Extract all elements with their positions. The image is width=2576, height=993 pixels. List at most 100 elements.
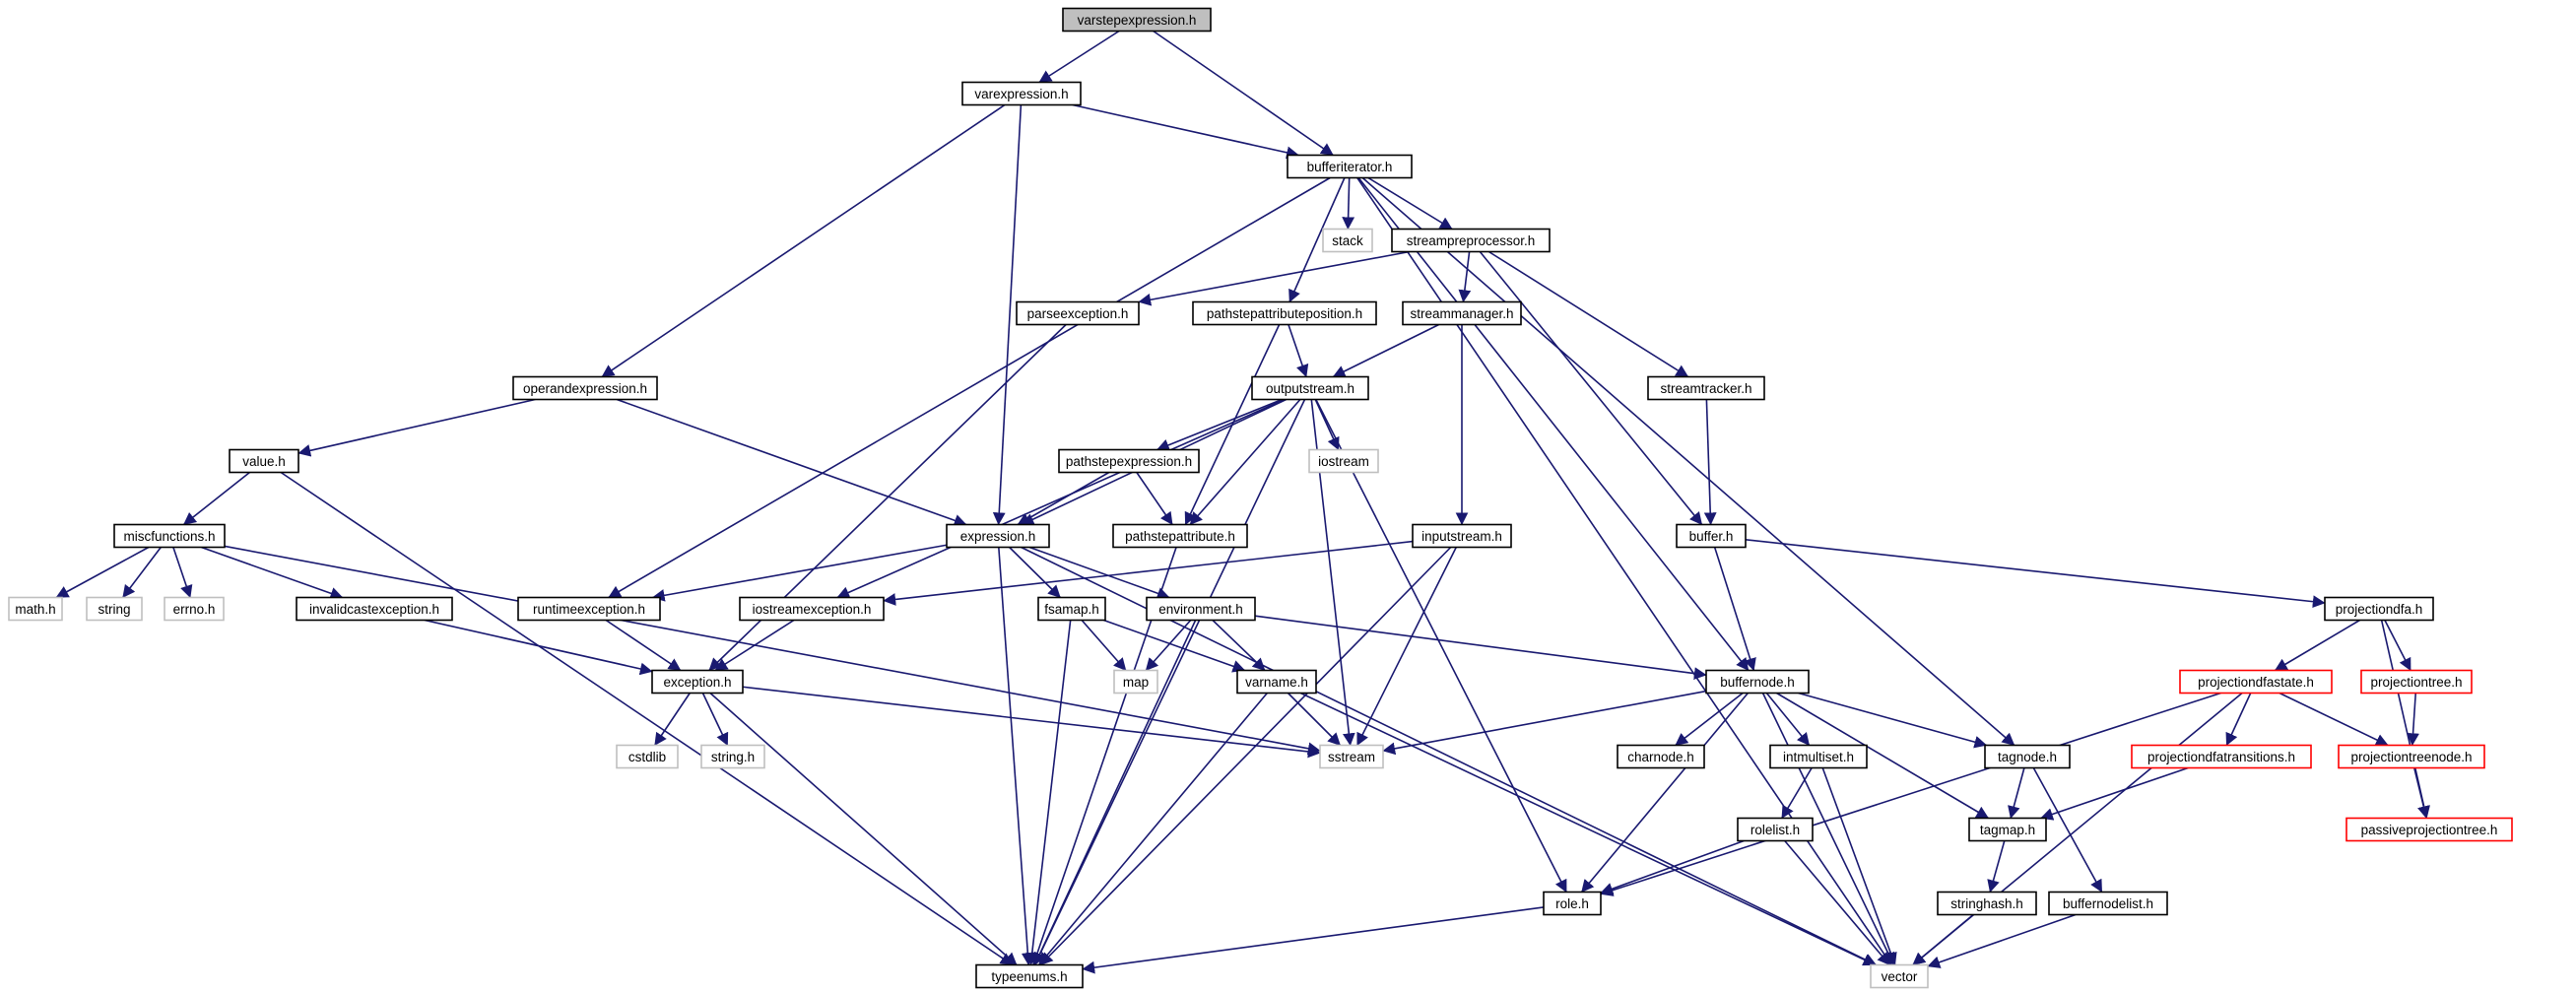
node-box	[1391, 228, 1551, 253]
node-label: varexpression.h	[974, 87, 1068, 101]
node-streamtracker[interactable]: streamtracker.h	[1647, 375, 1765, 401]
node-stringhash[interactable]: stringhash.h	[1937, 891, 2037, 916]
node-invalidcastexception[interactable]: invalidcastexception.h	[296, 596, 453, 622]
node-label: intmultiset.h	[1783, 750, 1854, 764]
edge-intmultiset-to-vector	[1821, 767, 1897, 966]
node-label: projectiondfatransitions.h	[2147, 750, 2295, 764]
edge-invalidcastexception-to-exception	[424, 619, 653, 676]
node-box	[1322, 228, 1373, 253]
node-parseexception[interactable]: parseexception.h	[1016, 300, 1140, 326]
node-inputstream[interactable]: inputstream.h	[1412, 523, 1512, 549]
edge-buffernode-to-charnode	[1675, 692, 1744, 747]
node-value[interactable]: value.h	[229, 448, 299, 474]
node-tagnode[interactable]: tagnode.h	[1984, 744, 2071, 769]
node-tagmap[interactable]: tagmap.h	[1968, 817, 2047, 842]
node-buffernodelist[interactable]: buffernodelist.h	[2048, 891, 2168, 916]
node-label: charnode.h	[1627, 750, 1694, 764]
edge-fsamap-to-typeenums	[1025, 620, 1072, 966]
node-charnode[interactable]: charnode.h	[1617, 744, 1705, 769]
node-label: math.h	[15, 602, 55, 617]
edge-buffernode-to-intmultiset	[1765, 692, 1811, 747]
edge-fsamap-to-varname	[1103, 619, 1246, 673]
node-box	[946, 523, 1050, 549]
node-iostreamexception[interactable]: iostreamexception.h	[739, 596, 885, 622]
node-projectiondfa[interactable]: projectiondfa.h	[2324, 596, 2434, 622]
node-label: buffernode.h	[1720, 675, 1795, 690]
node-projectiontree[interactable]: projectiontree.h	[2360, 669, 2473, 695]
node-buffer[interactable]: buffer.h	[1676, 523, 1747, 549]
node-label: streampreprocessor.h	[1407, 233, 1536, 248]
node-box	[86, 596, 143, 622]
node-role[interactable]: role.h	[1543, 891, 1602, 916]
node-varname[interactable]: varname.h	[1236, 669, 1317, 695]
edge-exception-to-string_h	[701, 693, 729, 747]
edge-buffernode-to-tagnode	[1798, 692, 1988, 749]
node-passiveprojectiontree[interactable]: passiveprojectiontree.h	[2345, 817, 2513, 842]
edge-inputstream-to-sstream	[1356, 547, 1457, 747]
node-fsamap[interactable]: fsamap.h	[1037, 596, 1106, 622]
node-typeenums[interactable]: typeenums.h	[975, 963, 1084, 989]
node-box	[1737, 817, 1814, 842]
node-box	[975, 963, 1084, 989]
node-box	[1308, 448, 1379, 474]
node-environment[interactable]: environment.h	[1146, 596, 1256, 622]
node-vector: vector	[1870, 963, 1929, 989]
edge-projectiondfa-to-projectiontree	[2384, 620, 2411, 672]
node-label: runtimeexception.h	[533, 602, 645, 617]
node-expression[interactable]: expression.h	[946, 523, 1050, 549]
node-box	[1870, 963, 1929, 989]
node-bufferiterator[interactable]: bufferiterator.h	[1287, 154, 1413, 179]
node-buffernode[interactable]: buffernode.h	[1705, 669, 1810, 695]
node-projectiondfastate[interactable]: projectiondfastate.h	[2179, 669, 2333, 695]
edge-projectiontreenode-to-passiveprojectiontree	[2413, 767, 2430, 820]
edge-varname-to-vector	[1299, 692, 1877, 966]
node-box	[700, 744, 765, 769]
node-box	[961, 81, 1082, 106]
edge-expression-to-environment	[1028, 546, 1170, 600]
node-operandexpression[interactable]: operandexpression.h	[512, 375, 658, 401]
node-pathstepexpression[interactable]: pathstepexpression.h	[1058, 448, 1200, 474]
edge-projectiondfa-to-projectiondfastate	[2274, 619, 2360, 672]
node-string_h: string.h	[700, 744, 765, 769]
node-box	[1113, 669, 1158, 695]
edge-projectiondfastate-to-projectiontreenode	[2279, 692, 2389, 747]
node-projectiontreenode[interactable]: projectiontreenode.h	[2338, 744, 2485, 769]
node-outputstream[interactable]: outputstream.h	[1251, 375, 1369, 401]
node-streampreprocessor[interactable]: streampreprocessor.h	[1391, 228, 1551, 253]
node-box	[1112, 523, 1248, 549]
node-label: stringhash.h	[1950, 896, 2023, 911]
edge-exception-to-sstream	[742, 686, 1321, 759]
node-box	[2179, 669, 2333, 695]
edge-outputstream-to-role	[1315, 399, 1567, 894]
node-label: tagnode.h	[1998, 750, 2057, 764]
node-label: varname.h	[1245, 675, 1308, 690]
nodes-layer: varstepexpression.h varexpression.h buffer…	[8, 7, 2513, 989]
node-varexpression[interactable]: varexpression.h	[961, 81, 1082, 106]
edge-role-to-typeenums	[1082, 906, 1545, 974]
node-runtimeexception[interactable]: runtimeexception.h	[517, 596, 661, 622]
edge-tagnode-to-buffernodelist	[2032, 767, 2103, 894]
node-pathstepattribute[interactable]: pathstepattribute.h	[1112, 523, 1248, 549]
edge-pathstepattributeposition-to-outputstream	[1288, 324, 1309, 378]
edge-miscfunctions-to-math	[55, 546, 150, 599]
node-label: errno.h	[173, 602, 216, 617]
node-label: tagmap.h	[1980, 823, 2035, 837]
node-pathstepattributeposition[interactable]: pathstepattributeposition.h	[1192, 300, 1377, 326]
node-box	[1319, 744, 1384, 769]
node-intmultiset[interactable]: intmultiset.h	[1769, 744, 1868, 769]
edge-varexpression-to-bufferiterator	[1072, 103, 1299, 160]
node-box	[1968, 817, 2047, 842]
node-label: varstepexpression.h	[1078, 13, 1197, 28]
node-exception[interactable]: exception.h	[651, 669, 744, 695]
edge-bufferiterator-to-streampreprocessor	[1367, 176, 1453, 231]
node-miscfunctions[interactable]: miscfunctions.h	[113, 523, 226, 549]
node-streammanager[interactable]: streammanager.h	[1402, 300, 1522, 326]
node-label: cstdlib	[628, 750, 666, 764]
node-stack: stack	[1322, 228, 1373, 253]
node-box	[2345, 817, 2513, 842]
edge-varname-to-typeenums	[1038, 692, 1268, 966]
edge-outputstream-to-iostreamexception	[836, 398, 1286, 599]
node-projectiondfatransitions[interactable]: projectiondfatransitions.h	[2131, 744, 2312, 769]
node-rolelist[interactable]: rolelist.h	[1737, 817, 1814, 842]
node-varstepexpression[interactable]: varstepexpression.h	[1062, 7, 1212, 33]
